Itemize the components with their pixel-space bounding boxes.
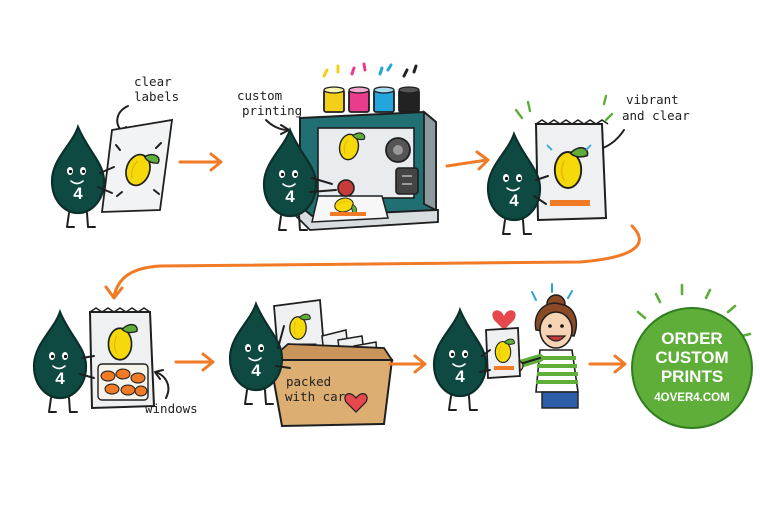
flow-arrow-2 (445, 150, 490, 171)
mascot-label: 4 (55, 369, 65, 388)
flow-arrow-connector (104, 224, 641, 300)
handed-pouch (485, 327, 521, 379)
customer (512, 283, 579, 409)
mascot: 4 (32, 310, 95, 414)
window-pouch (88, 307, 156, 410)
cta-url-link[interactable]: 4OVER4.COM (654, 392, 729, 404)
custom-printing-note-line2: printing (242, 103, 302, 118)
order-custom-prints-button[interactable]: ORDER CUSTOM PRINTS 4OVER4.COM (631, 283, 753, 429)
mascot: 4 (432, 308, 491, 412)
ink-splash-marks (322, 62, 418, 78)
mascot-label: 4 (251, 361, 261, 380)
mascot: 4 (228, 302, 291, 406)
custom-printing-note-line1: custom (237, 88, 282, 103)
mascot-label: 4 (285, 187, 295, 206)
note-pointer-arrow (265, 119, 289, 131)
note-pointer-arrow (155, 371, 170, 399)
note-pointer-arrowhead (154, 369, 164, 380)
printed-pouch (534, 119, 609, 222)
clear-labels-note-line1: clear (134, 74, 172, 89)
flow-arrow-4 (174, 352, 215, 372)
vibrancy-sparks (514, 94, 614, 122)
flow-arrow-5 (388, 354, 427, 374)
clear-labels-note-line2: labels (134, 89, 179, 104)
step-happy-customer: 4 (432, 283, 579, 412)
step-clear-labels: clear labels 4 (50, 74, 179, 229)
vibrant-note-line1: vibrant (626, 92, 679, 107)
shipping-box: packed with care (267, 343, 394, 428)
ink-cups (323, 86, 420, 113)
flow-arrow-1 (178, 152, 223, 172)
mascot-label: 4 (73, 184, 83, 203)
flow-arrow-6 (588, 354, 627, 374)
vibrant-note-line2: and clear (622, 108, 690, 123)
heart-icon (344, 393, 368, 413)
mascot-label: 4 (455, 367, 465, 386)
step-vibrant-and-clear: vibrant and clear 4 (486, 92, 690, 236)
packed-note-line1: packed (286, 374, 331, 389)
label-sheet (100, 118, 174, 213)
mascot: 4 (50, 125, 115, 229)
cta-badge[interactable] (631, 307, 753, 429)
cta-line-1: ORDER (661, 329, 722, 348)
windows-note: windows (145, 401, 198, 416)
cta-line-2: CUSTOM (655, 348, 728, 367)
cta-sparks (636, 283, 752, 338)
mascot-label: 4 (509, 191, 519, 210)
cta-line-3: PRINTS (661, 367, 723, 386)
printing-press (294, 110, 439, 231)
step-windows: windows 4 (32, 307, 198, 416)
step-packed-with-care: packed with care 4 (228, 298, 394, 428)
mascot: 4 (486, 132, 549, 236)
step-custom-printing: custom printing (237, 62, 439, 232)
heart-icon (492, 310, 516, 330)
mascot: 4 (262, 128, 337, 232)
packed-note-line2: with care (285, 389, 353, 404)
